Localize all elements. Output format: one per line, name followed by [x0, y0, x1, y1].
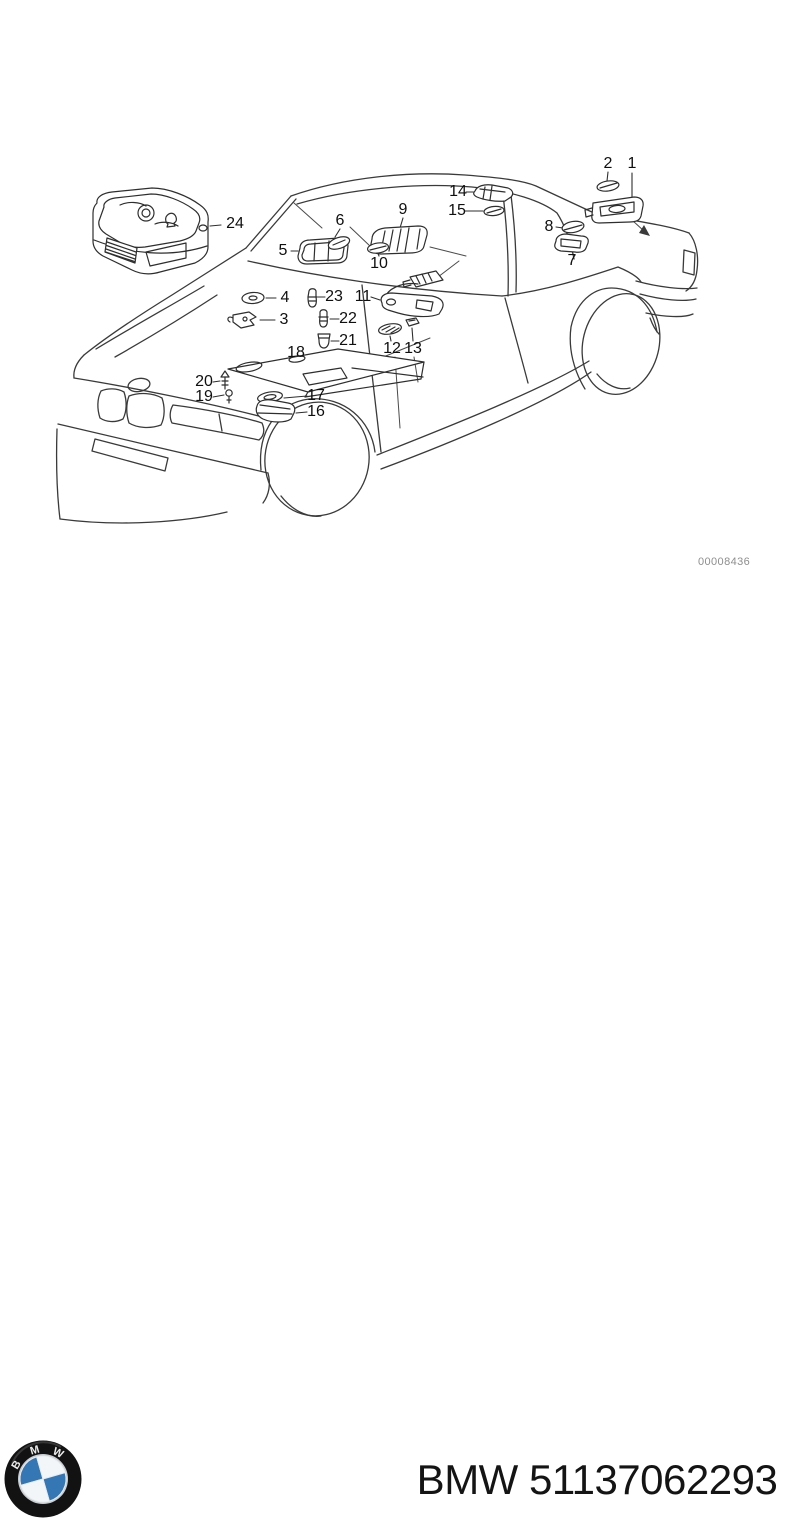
part-label-23: 23 [325, 288, 343, 305]
part-label-13: 13 [404, 340, 422, 357]
part-15-bulb [483, 205, 505, 217]
part-3-socket [227, 311, 257, 329]
part-label-5: 5 [278, 242, 288, 259]
footer: B M W BMW 51137062293 [0, 715, 800, 1518]
part-19-screw [225, 389, 233, 404]
part-label-1: 1 [627, 155, 637, 172]
parts-diagram-drawing [55, 171, 699, 524]
part-label-15: 15 [448, 202, 466, 219]
part-22-bulb [318, 309, 329, 328]
part-label-21: 21 [339, 332, 357, 349]
part-label-11: 11 [354, 288, 372, 305]
part-21-socket [317, 333, 331, 349]
part-label-17: 17 [307, 387, 325, 404]
part-2-bulb [596, 180, 620, 192]
part-label-19: 19 [195, 388, 213, 405]
part-7-lamp [554, 233, 589, 253]
part-label-3: 3 [279, 311, 289, 328]
part-label-24: 24 [226, 215, 244, 232]
part-label-18: 18 [287, 344, 305, 361]
part-label-7: 7 [567, 252, 577, 269]
part-label-16: 16 [307, 403, 325, 420]
direction-arrow [639, 225, 650, 236]
part-label-9: 9 [398, 201, 408, 218]
part-label-12: 12 [383, 340, 401, 357]
part-11-reading-light [380, 270, 444, 318]
part-6-bulb [327, 236, 351, 250]
part-label-10: 10 [370, 255, 388, 272]
part-8-bulb [561, 220, 585, 234]
part-label-8: 8 [544, 218, 554, 235]
part-label-6: 6 [335, 212, 345, 229]
part-18-panel [227, 348, 425, 398]
diagram-image-code: 00008436 [698, 556, 751, 568]
label-leader-lines [209, 171, 633, 414]
part-23-bulb [307, 288, 318, 308]
part-20-screw [220, 370, 230, 390]
part-12-lens [378, 323, 402, 335]
part-label-22: 22 [339, 310, 357, 327]
part-16-glovebox-lamp [255, 399, 296, 423]
part-10-bulb [366, 242, 390, 254]
bmw-logo-icon: B M W [4, 1440, 82, 1518]
part-label-4: 4 [280, 289, 290, 306]
part-1-lamp-housing [584, 196, 644, 224]
part-14-lens [473, 184, 514, 202]
car-outline [55, 173, 699, 524]
part-label-2: 2 [603, 155, 613, 172]
part-number-caption: BMW 51137062293 [416, 1456, 778, 1503]
part-13-socket [405, 317, 420, 327]
part-24-lamp-unit [92, 187, 209, 275]
part-label-14: 14 [449, 183, 467, 200]
part-label-20: 20 [195, 373, 213, 390]
part-4-bulb [241, 291, 265, 305]
